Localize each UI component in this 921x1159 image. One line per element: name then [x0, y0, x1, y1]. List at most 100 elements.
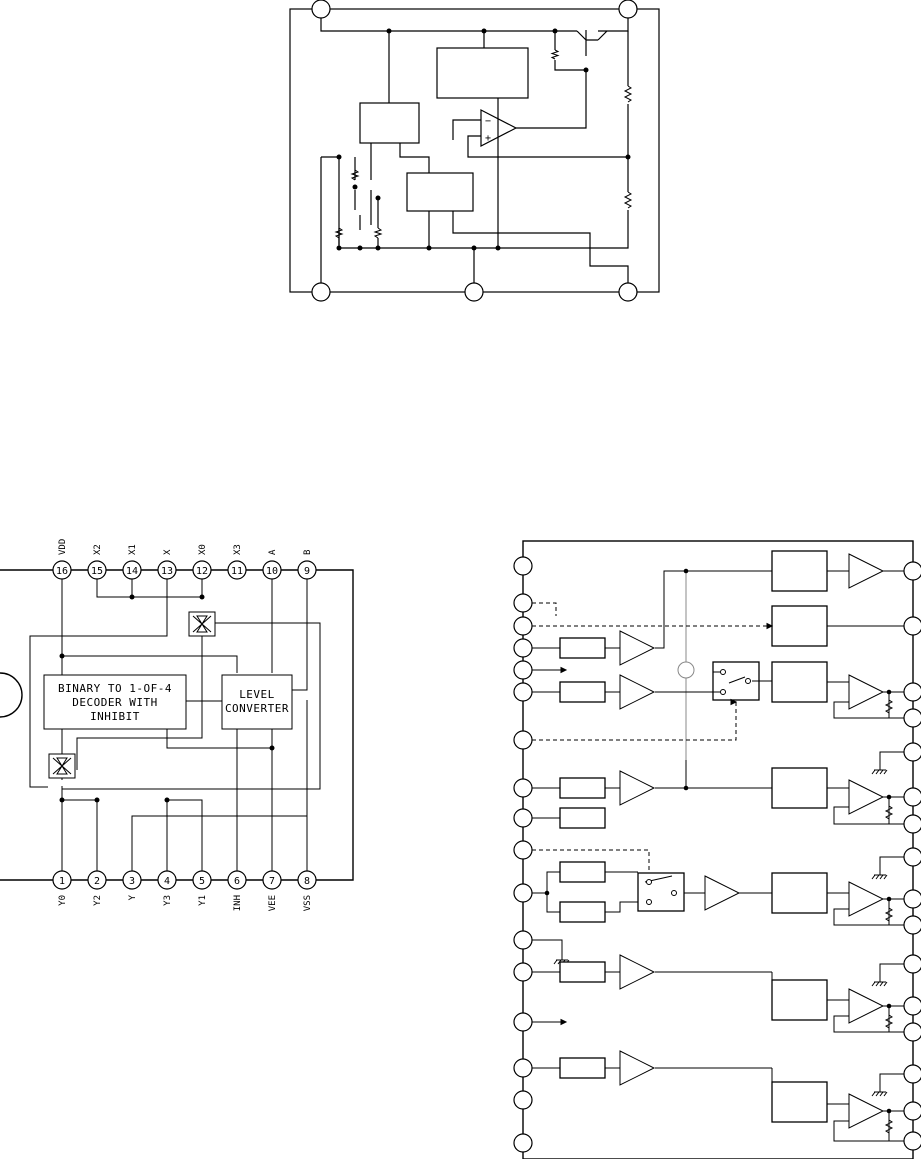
- signal-ic: [513, 540, 921, 1159]
- mux-pin-label: Y2: [93, 895, 103, 906]
- resistor-icon: [623, 85, 633, 103]
- arrow-icon: [560, 666, 568, 674]
- mux-pin-label: X0: [198, 544, 208, 555]
- mux-pin-1: [52, 870, 72, 890]
- signal-block: [559, 777, 606, 799]
- signal-ic-pin: [903, 996, 921, 1016]
- signal-ic-pin: [903, 682, 921, 702]
- mux-pin-number: 1: [59, 876, 65, 887]
- mux-pin-11: [227, 560, 247, 580]
- mux-pin-6: [227, 870, 247, 890]
- amplifier-icon: [848, 674, 885, 710]
- mux-level-label-2: CONVERTER: [225, 702, 289, 715]
- signal-ic-pin: [903, 787, 921, 807]
- signal-block: [771, 605, 828, 647]
- mux-pin-4: [157, 870, 177, 890]
- regulator-opamp-plus: +: [485, 133, 491, 144]
- signal-ic-pin: [903, 561, 921, 581]
- signal-ic-pin: [903, 742, 921, 762]
- resistor-icon: [623, 191, 633, 209]
- mux-pin-12: [192, 560, 212, 580]
- amplifier-icon: [848, 553, 885, 589]
- mux-pin-number: 4: [164, 876, 170, 887]
- mux-pin-number: 15: [91, 566, 103, 577]
- amplifier-icon: [619, 954, 656, 990]
- ground-icon: [871, 769, 888, 775]
- mux-pin-number: 2: [94, 876, 100, 887]
- signal-ic-pin: [513, 593, 533, 613]
- mux-pin-label: X3: [233, 544, 243, 555]
- arrow-icon: [730, 698, 738, 706]
- mux-pin-number: 9: [304, 566, 310, 577]
- signal-block: [559, 961, 606, 983]
- junction-dot: [683, 785, 689, 791]
- mux-switch-icon: [48, 753, 76, 779]
- signal-ic-pin: [903, 1022, 921, 1042]
- amplifier-icon: [848, 988, 885, 1024]
- arrow-icon: [560, 1018, 568, 1026]
- mux-decoder-label-1: BINARY TO 1-OF-4: [58, 682, 172, 695]
- mux-pin-label: X2: [93, 544, 103, 555]
- signal-block: [771, 1081, 828, 1123]
- regulator-block-ref: [436, 47, 529, 99]
- signal-ic-pin: [903, 814, 921, 834]
- junction-dot: [886, 1108, 892, 1114]
- mux-pin-number: 16: [56, 566, 68, 577]
- mux-level-label-1: LEVEL: [239, 688, 275, 701]
- amplifier-icon: [619, 630, 656, 666]
- mux-pin-label: Y1: [198, 895, 208, 906]
- mux-level-converter-block: [221, 674, 293, 730]
- signal-block: [559, 681, 606, 703]
- mux-pin-number: 10: [266, 566, 278, 577]
- signal-ic-pin: [903, 889, 921, 909]
- resistor-icon: [884, 907, 894, 922]
- resistor-icon: [884, 805, 894, 820]
- mux-pin-number: 5: [199, 876, 205, 887]
- mux-pin-label: A: [268, 549, 278, 555]
- amplifier-icon: [848, 881, 885, 917]
- signal-block: [771, 767, 828, 809]
- regulator-block-protect: [406, 172, 474, 212]
- mux-pin-number: 6: [234, 876, 240, 887]
- signal-ic-pin: [903, 1101, 921, 1121]
- signal-ic-pin: [903, 915, 921, 935]
- ground-icon: [871, 981, 888, 987]
- signal-ic-pin: [903, 954, 921, 974]
- regulator-pin-bottom-right: [618, 282, 638, 302]
- regulator-input-rail: [320, 18, 577, 32]
- signal-ic-pin: [513, 556, 533, 576]
- signal-ic-pin: [513, 962, 533, 982]
- mux-switch-icon: [188, 611, 216, 637]
- mux-pin-9: [297, 560, 317, 580]
- arrow-icon: [766, 622, 774, 630]
- mux-pin-10: [262, 560, 282, 580]
- signal-block: [559, 901, 606, 923]
- mux-pin-5: [192, 870, 212, 890]
- amplifier-icon: [704, 875, 741, 911]
- resistor-icon: [884, 699, 894, 714]
- mux-pin-label: Y3: [163, 895, 173, 906]
- mux-decoder-label-2: DECODER WITH: [72, 696, 157, 709]
- mux-pin-number: 11: [231, 566, 243, 577]
- regulator-pin-top-right: [618, 0, 638, 19]
- regulator-opamp-minus: −: [485, 116, 491, 127]
- resistor-icon: [350, 169, 360, 181]
- signal-ic-pin: [513, 682, 533, 702]
- mux-decoder-block: [43, 674, 187, 730]
- mux-pin-label: X: [163, 549, 173, 555]
- junction-dot: [886, 794, 892, 800]
- signal-ic-pin: [513, 840, 533, 860]
- amplifier-icon: [848, 1093, 885, 1129]
- resistor-icon: [550, 49, 560, 60]
- signal-ic-pin: [903, 1064, 921, 1084]
- mux-pin-number: 7: [269, 876, 275, 887]
- signal-block: [771, 872, 828, 914]
- signal-ic-pin: [513, 778, 533, 798]
- mux-pin-14: [122, 560, 142, 580]
- signal-ic-pin: [513, 883, 533, 903]
- regulator-pass-transistor: [576, 30, 608, 56]
- signal-ic-pin: [513, 638, 533, 658]
- amplifier-icon: [848, 779, 885, 815]
